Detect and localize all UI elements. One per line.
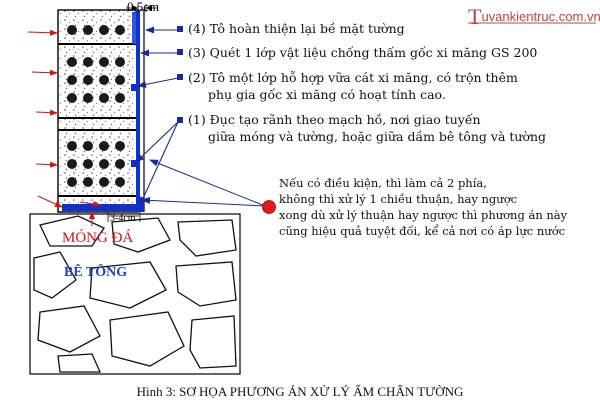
label-step-1: (1) Đục tạo rãnh theo mạch hồ, nơi giao … xyxy=(188,112,481,127)
note-line: cũng hiệu quả tuyệt đối, kể cả nơi có áp… xyxy=(279,224,566,238)
dimension-top xyxy=(126,4,158,12)
label-step-2-cont: phụ gia gốc xi măng có hoạt tính cao. xyxy=(208,87,446,102)
moisture-arrow xyxy=(79,200,101,207)
label-step-2: (2) Tô một lớp hỗ hợp vữa cát xi măng, c… xyxy=(188,70,518,85)
brand-text: uvankientruc.com.vn xyxy=(481,9,600,24)
note-line: không thì xử lý 1 chiều thuận, hay ngược xyxy=(279,192,518,206)
mong-da-label: MÓNG ĐÁ xyxy=(62,230,134,246)
moisture-arrow xyxy=(31,69,58,76)
dimension-top-label: 0,5cm xyxy=(127,0,160,14)
label-step-4: (4) Tô hoàn thiện lại bề mặt tường xyxy=(188,21,405,36)
brand-mark: T xyxy=(468,4,482,29)
moisture-arrow xyxy=(35,109,58,116)
figure-caption: Hình 3: SƠ HỌA PHƯƠNG ÁN XỬ LÝ ẨM CHÂN T… xyxy=(136,384,464,399)
moisture-arrow xyxy=(37,195,63,208)
note-text: Nếu có điều kiện, thì làm cả 2 phía, khô… xyxy=(279,175,567,239)
note-marker xyxy=(262,200,276,214)
foundation-block xyxy=(29,213,241,375)
moisture-arrows xyxy=(27,29,101,226)
brand-logo: Tuvankientruc.com.vn xyxy=(468,4,600,30)
be-tong-label: BÊ TÔNG xyxy=(64,265,128,280)
moisture-arrow xyxy=(35,161,58,168)
label-leaders xyxy=(135,26,179,206)
note-line: xong dù xử lý thuận hay ngược thì phương… xyxy=(279,208,568,222)
label-step-3: (3) Quét 1 lớp vật liệu chống thấm gốc x… xyxy=(188,45,538,60)
label-step-1-cont: giữa móng và tường, hoặc giữa dầm bê tôn… xyxy=(208,129,547,144)
dimension-bottom xyxy=(107,212,141,222)
note-line: Nếu có điều kiện, thì làm cả 2 phía, xyxy=(279,176,487,190)
label-bullets xyxy=(177,26,183,123)
moisture-arrow xyxy=(27,29,58,36)
note-leaders xyxy=(141,159,266,207)
dimension-bottom-label: 3-4cm xyxy=(110,213,136,224)
brick-wall xyxy=(57,9,145,213)
